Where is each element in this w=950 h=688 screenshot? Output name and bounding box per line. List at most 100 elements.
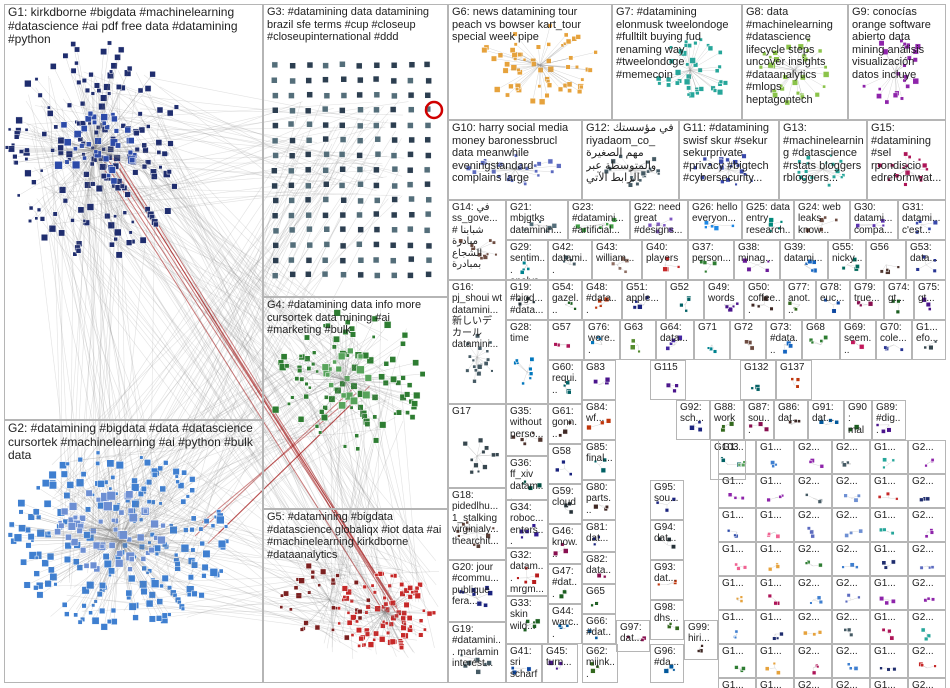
group-cell-g57: G57 <box>548 320 584 360</box>
group-cell-g16: G16: pj_shoui wt datamini... 新しいデ カール da… <box>448 280 506 404</box>
group-label: G84: wf... <box>586 402 613 425</box>
group-label: G54: gazel... <box>552 282 579 316</box>
group-cell-g53: G53: data... <box>906 240 946 280</box>
group-cell-small: G1... <box>718 542 756 576</box>
group-cell-g56: G56 <box>866 240 906 280</box>
group-label: G87: sou... <box>748 402 771 436</box>
group-label: G1... <box>874 544 905 555</box>
group-cell-small: G2... <box>794 678 832 688</box>
group-cell-g48: G48: #data... <box>582 280 622 320</box>
group-cell-g47: G47: #dat... <box>548 564 582 604</box>
group-label: G65 <box>586 586 613 597</box>
group-label: G76: were... <box>588 322 617 356</box>
group-label: G96: #da... <box>654 646 681 669</box>
group-label: G10: harry social media money baronessbr… <box>452 122 579 185</box>
group-label: G2... <box>798 544 829 555</box>
group-label: G2... <box>798 510 829 521</box>
group-label: G19: #bigd... #data... <box>510 282 545 316</box>
group-label: G88: work <box>714 402 741 425</box>
group-cell-g31: G31: datami... c'est... <box>898 200 946 240</box>
group-cell-small: G1... <box>870 542 908 576</box>
group-cell-g4: G4: #datamining data info more cursortek… <box>263 297 448 509</box>
group-label: G14: في ss_gove... # شبابنا مبادرة الشجا… <box>452 202 503 270</box>
group-cell-small: G1... <box>870 440 908 474</box>
group-label: G68 <box>806 322 837 333</box>
group-cell-small: G2... <box>908 678 946 688</box>
group-label: G66: #dat... <box>586 616 613 644</box>
group-label: G1... <box>722 544 753 555</box>
group-label: G39: datami... <box>784 242 825 265</box>
group-cell-g5: G5: #datamining #bigdata #datascience gl… <box>263 509 448 683</box>
group-cell-small: G2... <box>794 542 832 576</box>
group-label: G33: skin wild... <box>510 598 545 632</box>
group-cell-g26: G26: hello everyon... <box>688 200 742 240</box>
group-label: G49: words <box>708 282 741 305</box>
group-label: G25: data entry research... <box>746 202 791 240</box>
group-label: G2... <box>798 476 829 487</box>
group-cell-g65: G65 <box>582 584 616 614</box>
group-label: G1... <box>722 578 753 589</box>
group-cell-g46: G46: know... <box>548 524 582 564</box>
group-label: G52 <box>670 282 701 293</box>
group-cell-g19: G19: #bigd... #data... <box>506 280 548 320</box>
group-cell-g97: G97: dat... <box>616 620 650 652</box>
group-cell-g6: G6: news datamining tour peach vs bowser… <box>448 4 612 120</box>
group-cell-g63: G63 <box>620 320 656 360</box>
group-label: G74: gt... <box>888 282 911 305</box>
group-cell-g49: G49: words <box>704 280 744 320</box>
group-label: G1... <box>874 476 905 487</box>
group-cell-g62: G62: mijnk... <box>582 644 618 683</box>
group-cell-g1x: G1... efo... <box>912 320 946 360</box>
group-cell-g70: G70: cole... <box>876 320 912 360</box>
group-label: G37: person... <box>692 242 731 265</box>
group-label: G132 <box>744 362 773 373</box>
group-label: G19: #datamini... marlamin interest... <box>452 624 503 670</box>
group-label: G56 <box>870 242 903 253</box>
group-label: G77: anot... <box>788 282 813 316</box>
group-label: G41: sri scharf... <box>510 646 539 683</box>
group-cell-g18: G18: pidedlhu... 1_stalking virginialy..… <box>448 488 506 560</box>
group-cell-g43: G43: william... <box>592 240 642 280</box>
group-label: G1: kirkdborne #bigdata #machinelearning… <box>8 6 260 47</box>
group-cell-g40: G40: players <box>642 240 688 280</box>
group-label: G23: #datamini... #artificial... <box>572 202 627 236</box>
group-label: G85: final... <box>586 442 613 465</box>
group-cell-small: G2... <box>794 576 832 610</box>
group-label: G9: conocías orange software abierto dat… <box>852 6 943 81</box>
group-cell-g42: G42: datami... <box>548 240 592 280</box>
group-label: G2... <box>912 442 943 453</box>
group-cell-g34: G34: roboc... enters... <box>506 500 548 548</box>
group-cell-g68: G68 <box>802 320 840 360</box>
group-cell-g52: G52 <box>666 280 704 320</box>
group-cell-small: G2... <box>908 644 946 678</box>
group-cell-small: G1... <box>756 474 794 508</box>
group-label: G57 <box>552 322 581 333</box>
group-label: G22: need great #designs... <box>634 202 685 236</box>
group-label: G99: hiri... <box>688 622 715 645</box>
group-cell-small: G1... <box>870 644 908 678</box>
group-cell-g64: G64: data... <box>656 320 694 360</box>
group-cell-g89: G89: #dig... <box>872 400 906 440</box>
group-label: G72 <box>734 322 763 333</box>
group-label: G28: time <box>510 322 545 345</box>
group-cell-g76: G76: were... <box>584 320 620 360</box>
group-cell-small: G2... <box>908 474 946 508</box>
group-cell-g95: G95: sou... <box>650 480 684 520</box>
group-label: G1... <box>760 612 791 623</box>
group-label: G47: #dat... <box>552 566 579 600</box>
group-cell-g11: G11: #datamining swisf skur #sekur sekur… <box>679 120 779 200</box>
group-label: G36: ff_xiv datam... <box>510 458 545 500</box>
group-label: G1... <box>874 646 905 657</box>
group-cell-small: G2... <box>908 508 946 542</box>
group-label: G32: datam... mrgm... <box>510 550 545 596</box>
group-cell-g79: G79: true... <box>850 280 884 320</box>
group-label: G2... <box>836 476 867 487</box>
group-label: G38: minag... <box>738 242 777 265</box>
group-label: G45: turn... <box>546 646 575 669</box>
group-label: G46: know... <box>552 526 579 560</box>
group-cell-g55: G55: nicky... <box>828 240 866 280</box>
group-cell-g54: G54: gazel... <box>548 280 582 320</box>
group-label: G137 <box>780 362 809 373</box>
group-label: G26: hello everyon... <box>692 202 739 225</box>
group-cell-g15: G15: #datamining #sel rpondiscio edrefor… <box>867 120 946 200</box>
